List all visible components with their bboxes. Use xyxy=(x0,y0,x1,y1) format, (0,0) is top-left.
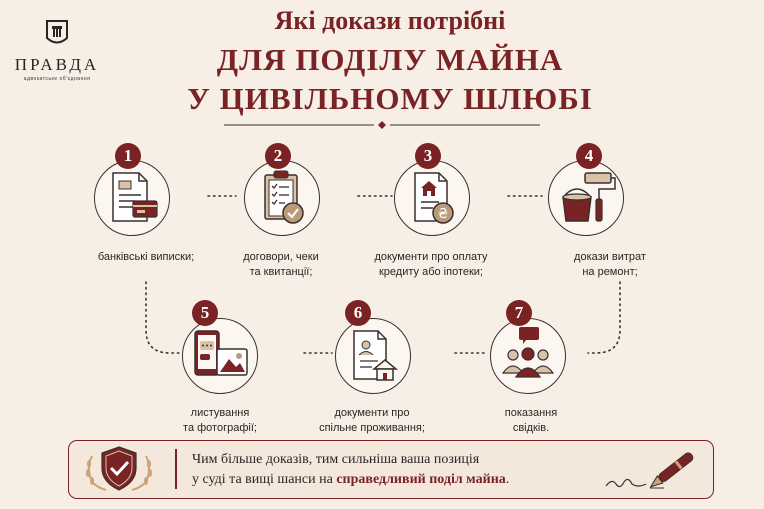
conclusion-line-1: Чим більше доказів, тим сильніша ваша по… xyxy=(192,452,480,467)
step-5-circle xyxy=(182,318,258,394)
step-1-number: 1 xyxy=(115,143,141,169)
logo-mark-icon xyxy=(46,20,68,44)
title-divider xyxy=(224,121,540,129)
title-line-1: Які докази потрібні xyxy=(274,6,506,35)
conclusion-text: Чим більше доказів, тим сильніша ваша по… xyxy=(192,450,612,490)
step-5-number: 5 xyxy=(192,300,218,326)
step-2-number: 2 xyxy=(265,143,291,169)
step-3-label: документи про оплату кредиту або іпотеки… xyxy=(374,251,488,278)
step-4-label: докази витрат на ремонт; xyxy=(574,251,646,278)
conclusion-line-2: у суді та вищі шанси на справедливий под… xyxy=(192,472,510,487)
logo-name: ПРАВДА xyxy=(14,55,100,74)
phone-chat-icon xyxy=(194,330,248,376)
svg-text:₴: ₴ xyxy=(438,207,448,222)
logo-subtitle: адвокатське об'єднання xyxy=(23,76,91,82)
step-6-label: документи про спільне проживання; xyxy=(319,407,425,434)
bank-statement-icon xyxy=(112,172,158,222)
cohabitation-document-icon xyxy=(353,330,399,381)
witnesses-icon xyxy=(501,327,555,378)
step-7-circle xyxy=(490,318,566,394)
fountain-pen-icon xyxy=(605,452,694,489)
title-line-2: ДЛЯ ПОДІЛУ МАЙНА xyxy=(216,42,564,77)
mortgage-document-icon: ₴ xyxy=(414,172,454,224)
step-2-circle xyxy=(244,160,320,236)
step-7-label: показання свідків. xyxy=(504,407,558,434)
title-line-3: У ЦИВІЛЬНОМУ ШЛЮБІ xyxy=(187,81,593,116)
step-6-circle xyxy=(335,318,411,394)
step-2-label: договори, чеки та квитанції; xyxy=(243,251,319,278)
shield-check-icon xyxy=(86,446,152,491)
logo: ПРАВДА адвокатське об'єднання xyxy=(14,18,100,82)
step-3-circle: ₴ xyxy=(394,160,470,236)
step-7-number: 7 xyxy=(506,300,532,326)
step-3-number: 3 xyxy=(415,143,441,169)
step-6-number: 6 xyxy=(345,300,371,326)
conclusion-highlight: справедливий поділ майна xyxy=(336,472,506,487)
paint-roller-icon xyxy=(562,172,616,222)
step-1-label: банківські виписки; xyxy=(97,251,195,263)
conclusion-divider xyxy=(175,449,177,489)
clipboard-check-icon xyxy=(264,170,304,224)
step-4-number: 4 xyxy=(576,143,602,169)
step-1-circle xyxy=(94,160,170,236)
step-5-label: листування та фотографії; xyxy=(183,407,257,434)
step-4-circle xyxy=(548,160,624,236)
